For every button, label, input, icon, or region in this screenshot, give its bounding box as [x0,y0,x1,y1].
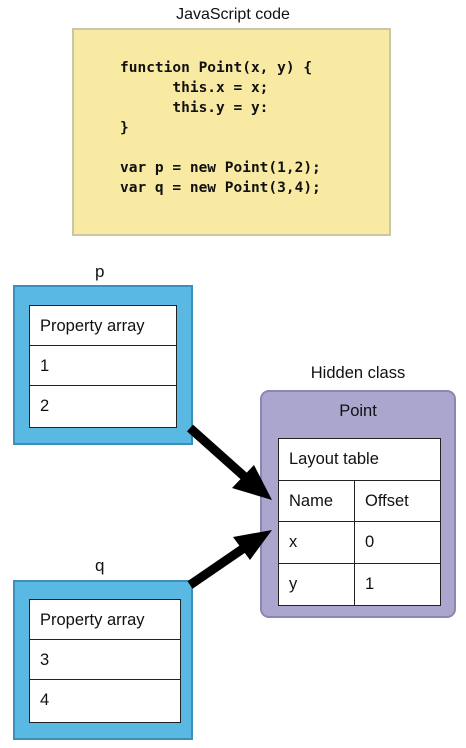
object-p-property-array: Property array 1 2 [29,305,177,428]
layout-table: Layout table Name Offset x 0 y 1 [278,438,441,606]
layout-table-cell-name: y [279,563,355,605]
object-p: Property array 1 2 [13,285,193,445]
object-q-property-array: Property array 3 4 [29,599,181,723]
layout-table-header-offset: Offset [365,491,409,510]
arrow-p-to-hidden-class [187,424,272,500]
layout-table-title: Layout table [289,450,379,468]
layout-table-header-name: Name [279,480,355,521]
hidden-class: Point Layout table Name Offset x 0 y 1 [260,390,456,618]
layout-table-row: y 1 [279,563,440,605]
code-box: function Point(x, y) { this.x = x; this.… [72,28,391,236]
code-title: JavaScript code [176,6,290,23]
code-line: function Point(x, y) { [120,60,313,76]
object-q-row: Property array [30,600,180,640]
code-line: } [120,120,129,136]
hidden-class-name: Point [339,402,377,420]
object-q: Property array 3 4 [13,580,193,740]
object-p-row: 1 [30,346,176,386]
object-p-label: p [95,262,105,281]
layout-table-title-row: Layout table [279,439,440,481]
hidden-class-label: Hidden class [310,364,406,382]
layout-table-cell-offset: 1 [365,574,375,593]
layout-table-row: x 0 [279,522,440,564]
layout-table-cell-offset: 0 [365,533,375,551]
code-line: var q = new Point(3,4); [120,180,321,196]
object-p-row: Property array [30,306,176,346]
layout-table-cell-name: x [279,522,355,563]
code-line: this.y = y: [120,100,269,116]
object-q-label: q [95,556,105,575]
code-line: this.x = x; [120,80,269,96]
object-q-row: 3 [30,640,180,680]
code-line: var p = new Point(1,2); [120,160,321,176]
object-p-row: 2 [40,397,50,415]
layout-table-header-row: Name Offset [279,480,440,522]
object-q-row: 4 [40,691,50,709]
arrow-q-to-hidden-class [187,530,272,589]
